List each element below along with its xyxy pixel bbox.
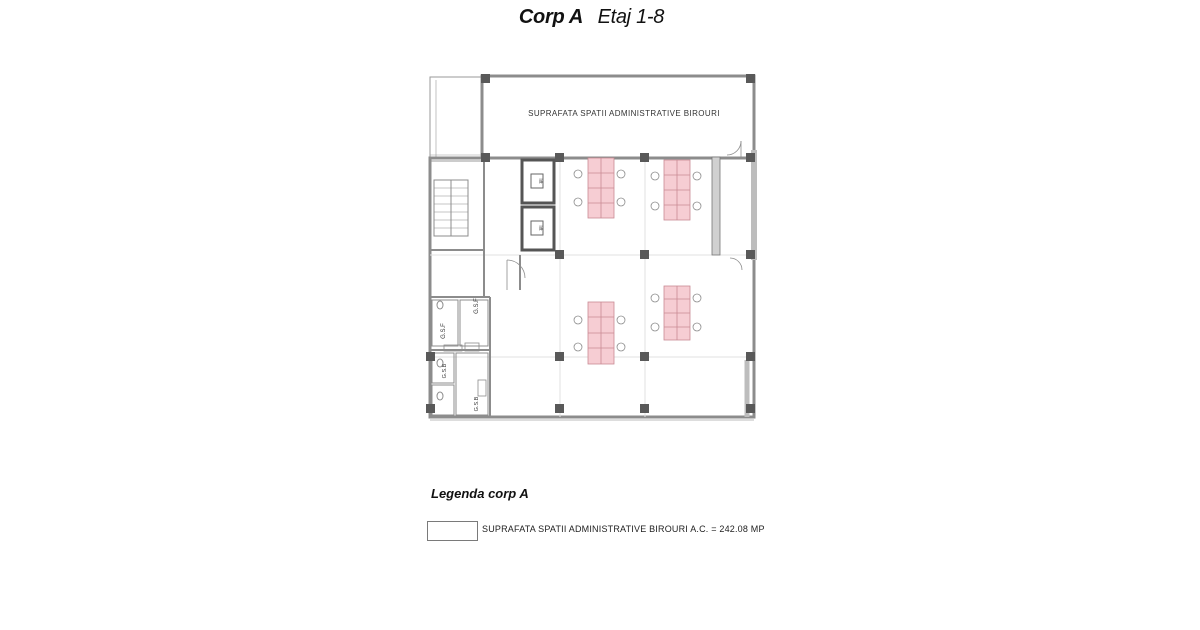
desk-cluster-3 — [587, 301, 615, 365]
legend-item-text: SUPRAFATA SPATII ADMINISTRATIVE BIROURI … — [482, 524, 765, 534]
desk-cluster-4 — [663, 285, 691, 341]
balcony — [429, 76, 483, 162]
elevator-shaft-1 — [520, 158, 556, 205]
desk-cluster-1 — [587, 157, 615, 219]
title-main: Corp A — [518, 6, 583, 28]
desk-cluster-2 — [663, 159, 691, 221]
title-sub: Etaj 1-8 — [597, 6, 665, 28]
page-title: Corp A Etaj 1-8 — [0, 6, 1183, 29]
legend-swatch — [427, 521, 478, 541]
gsb-label-2: G.S.B — [474, 396, 480, 411]
interior-walls — [430, 158, 521, 417]
lift-label-1: lift — [537, 179, 543, 185]
elevator-shaft-2 — [520, 205, 556, 252]
sanitary-rooms — [431, 299, 489, 416]
gsf-label-2: G.S.F — [474, 298, 480, 314]
structural-columns — [426, 74, 755, 413]
partition-wall — [711, 156, 721, 256]
chairs — [573, 169, 702, 352]
doors — [506, 140, 743, 290]
gsf-label-1: G.S.F — [441, 323, 447, 339]
lift-label-2: lift — [537, 226, 543, 232]
staircase — [433, 179, 469, 237]
gsb-label-1: G.S.B — [442, 363, 448, 378]
outer-walls — [428, 74, 757, 421]
legend-title: Legenda corp A — [431, 486, 529, 501]
area-label: SUPRAFATA SPATII ADMINISTRATIVE BIROURI — [528, 109, 720, 118]
